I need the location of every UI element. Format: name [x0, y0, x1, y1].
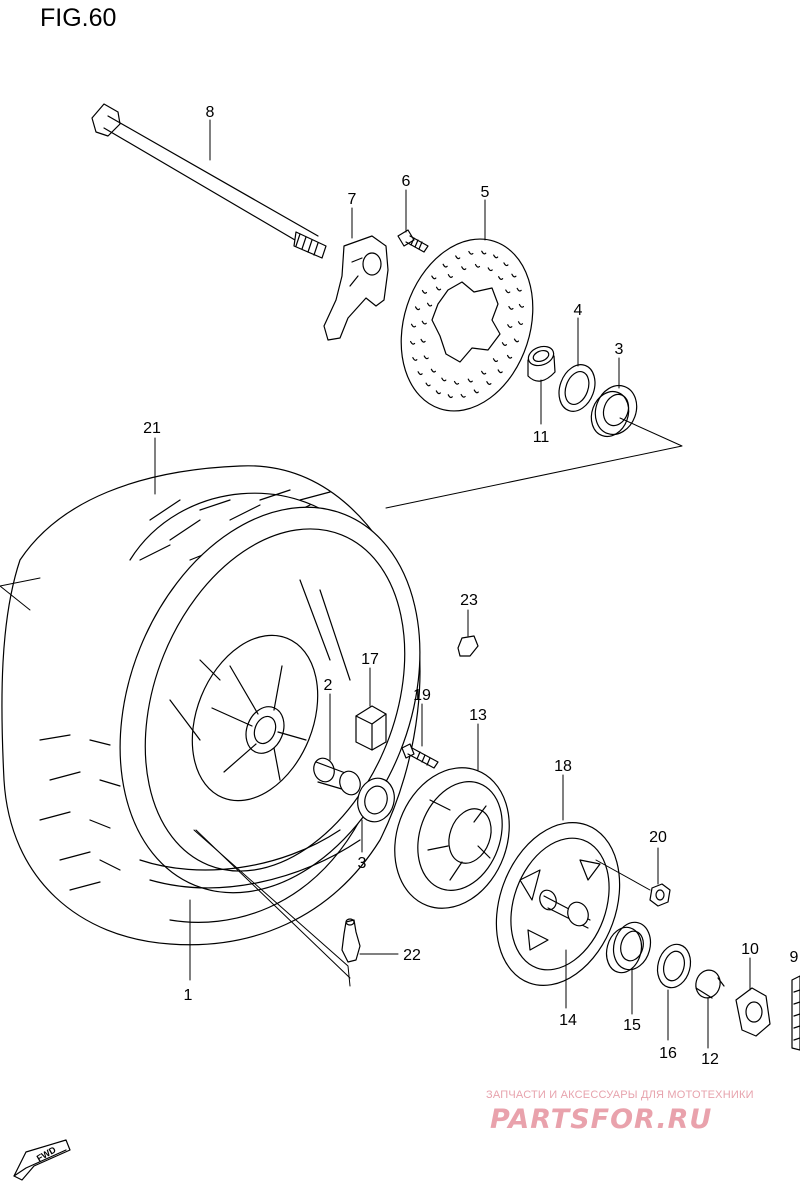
callout-5: 5	[481, 184, 490, 201]
callout-6: 6	[402, 173, 411, 190]
disc-hole	[506, 290, 510, 293]
axle-nut-part[interactable]	[792, 976, 800, 1050]
callout-13: 13	[469, 707, 487, 724]
disc-hole	[412, 324, 416, 327]
disc-hole	[436, 391, 440, 394]
adjuster-right-part[interactable]	[736, 988, 770, 1036]
disc-hole	[519, 305, 523, 308]
callout-21: 21	[143, 420, 161, 437]
tire-valve-part[interactable]	[342, 919, 360, 962]
wheel-part[interactable]	[65, 462, 474, 938]
callout-4: 4	[574, 302, 583, 319]
leader-lines	[0, 120, 750, 1048]
disc-hole	[502, 343, 506, 346]
oil-seal-part[interactable]	[553, 360, 601, 417]
oil-seal-lower-part[interactable]	[653, 941, 695, 992]
callout-9: 9	[790, 949, 799, 966]
callout-3-upper: 3	[615, 341, 624, 358]
disc-hole	[468, 379, 472, 382]
disc-hole	[499, 277, 503, 280]
callout-19: 19	[413, 687, 431, 704]
disc-hole	[424, 356, 428, 359]
bearing-lower-part[interactable]	[353, 774, 399, 826]
callout-18: 18	[554, 758, 572, 775]
callout-22: 22	[403, 947, 421, 964]
disc-hole	[494, 255, 498, 258]
disc-hole	[428, 303, 432, 306]
callout-12: 12	[701, 1051, 719, 1068]
disc-hole	[418, 372, 422, 375]
sprocket-part[interactable]	[475, 805, 641, 1003]
callout-17: 17	[361, 651, 379, 668]
disc-hole	[455, 381, 459, 384]
disc-hole	[461, 395, 465, 398]
disc-hole	[517, 288, 521, 291]
disc-hole	[416, 307, 420, 310]
disc-hole	[437, 287, 441, 290]
watermark-logo: PARTSFOR.RU	[490, 1104, 713, 1135]
disc-hole	[512, 274, 516, 277]
disc-hole	[475, 265, 479, 268]
cushion-piece-part[interactable]	[458, 636, 478, 656]
disc-hole	[413, 358, 417, 361]
disc-hole	[487, 382, 491, 385]
disc-hole	[421, 339, 425, 342]
callout-8: 8	[206, 104, 215, 121]
disc-hole	[514, 339, 518, 342]
callout-16: 16	[659, 1045, 677, 1062]
disc-hole	[508, 325, 512, 328]
axle-part[interactable]	[92, 104, 326, 258]
fwd-arrow-icon	[14, 1140, 70, 1180]
callout-23: 23	[460, 592, 478, 609]
spacer-part[interactable]	[526, 343, 557, 381]
disc-hole	[443, 264, 447, 267]
disc-hole	[488, 268, 492, 271]
disc-hole	[442, 378, 446, 381]
hub-bolt-part[interactable]	[402, 744, 438, 768]
callout-20: 20	[649, 829, 667, 846]
spacer-right-part[interactable]	[693, 967, 724, 1000]
disc-hole	[462, 267, 466, 270]
disc-bolt-part[interactable]	[398, 230, 428, 252]
brake-disc-part[interactable]	[380, 222, 554, 428]
sprocket-hub-part[interactable]	[376, 752, 529, 925]
spacer-hub-part[interactable]	[310, 755, 363, 797]
disc-hole	[422, 321, 426, 324]
callout-11: 11	[533, 429, 550, 446]
callout-2: 2	[324, 677, 333, 694]
disc-hole	[469, 251, 473, 254]
disc-hole	[448, 395, 452, 398]
figure-title: FIG.60	[40, 4, 117, 32]
disc-hole	[482, 251, 486, 254]
disc-hole	[422, 291, 426, 294]
disc-hole	[432, 276, 436, 279]
disc-hole	[508, 355, 512, 358]
disc-hole	[431, 369, 435, 372]
disc-hole	[411, 341, 415, 344]
callout-1: 1	[184, 987, 193, 1004]
disc-hole	[504, 263, 508, 266]
callout-15: 15	[623, 1017, 641, 1034]
disc-hole	[518, 322, 522, 325]
disc-hole	[448, 275, 452, 278]
damper-part[interactable]	[356, 706, 386, 750]
callout-labels: 8 7 6 5 4 3 11 21 23 17 2 19 13 18 20 3 …	[143, 104, 798, 1068]
disc-hole	[509, 307, 513, 310]
callout-7: 7	[348, 191, 357, 208]
disc-hole	[493, 359, 497, 362]
disc-hole	[426, 383, 430, 386]
callout-14: 14	[559, 1012, 577, 1029]
bearing-upper-part[interactable]	[585, 380, 643, 442]
disc-hole	[482, 371, 486, 374]
callout-10: 10	[741, 941, 759, 958]
disc-hole	[456, 256, 460, 259]
callout-3-lower: 3	[358, 855, 367, 872]
sprocket-nut-part[interactable]	[650, 884, 670, 906]
disc-hole	[498, 370, 502, 373]
bearing-sprocket-part[interactable]	[602, 918, 656, 976]
disc-hole	[474, 390, 478, 393]
chain-adjuster-part[interactable]	[324, 236, 388, 340]
watermark-subtitle: ЗАПЧАСТИ И АКСЕССУАРЫ ДЛЯ МОТОТЕХНИКИ	[486, 1089, 754, 1101]
